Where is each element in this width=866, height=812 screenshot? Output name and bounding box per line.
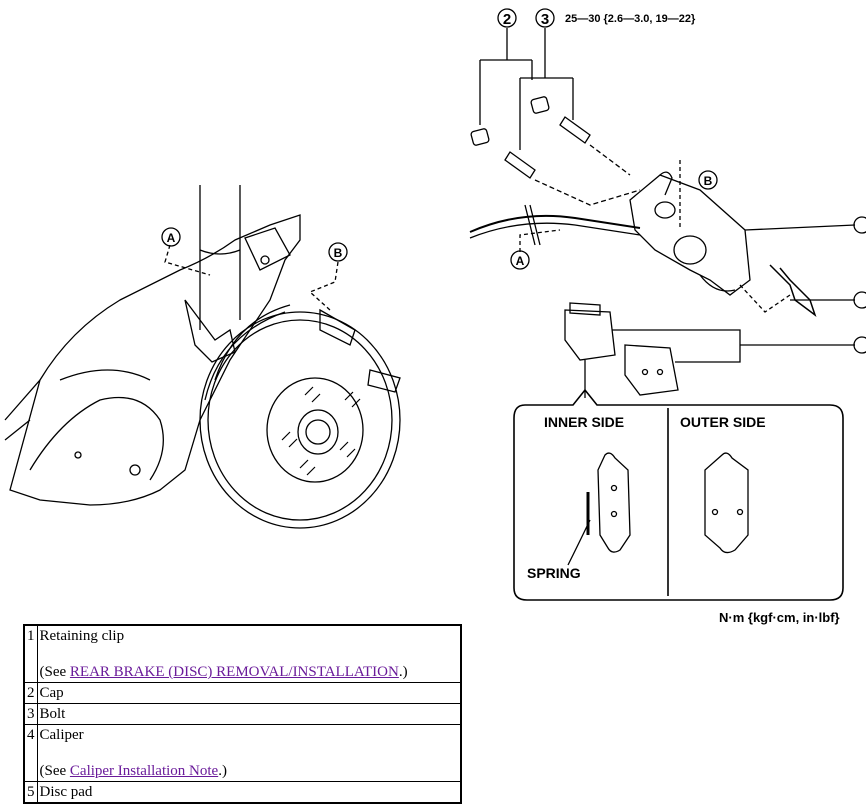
- part-name: Caliper: [39, 727, 84, 743]
- part-number: 5: [23, 781, 38, 804]
- inner-side-label: INNER SIDE: [544, 414, 624, 430]
- reference-prefix: (See: [39, 763, 70, 779]
- brake-exploded-diagram: 2 3 25—30 {2.6—3.0, 19—22} A B B A INNER…: [4, 8, 866, 625]
- caliper-exploded-illustration: [469, 28, 866, 398]
- part-cell: Caliper (See Caliper Installation Note.): [36, 724, 462, 782]
- table-row: 3 Bolt: [23, 703, 462, 725]
- part-number: 2: [23, 682, 38, 704]
- part-number: 4: [23, 724, 38, 782]
- reference-suffix: .): [398, 664, 408, 680]
- part-reference: (See Caliper Installation Note.): [40, 762, 459, 780]
- reference-suffix: .): [218, 763, 227, 779]
- suspension-rotor-illustration: [4, 185, 401, 529]
- part-name: Retaining clip: [39, 628, 125, 644]
- table-row: 4 Caliper (See Caliper Installation Note…: [23, 724, 462, 782]
- part-name: Disc pad: [36, 781, 462, 804]
- view-marker-b-right: B: [704, 174, 713, 188]
- part-name: Bolt: [36, 703, 462, 725]
- pad-orientation-inset: [513, 388, 844, 601]
- callout-3: 3: [541, 11, 549, 28]
- view-marker-a-left: A: [167, 231, 176, 245]
- part-name: Cap: [36, 682, 462, 704]
- torque-spec: 25—30 {2.6—3.0, 19—22}: [565, 13, 696, 25]
- callout-2: 2: [503, 11, 511, 28]
- spring-label: SPRING: [527, 565, 581, 581]
- table-row: 2 Cap: [23, 682, 462, 704]
- units-note: N·m {kgf·cm, in·lbf}: [719, 610, 840, 625]
- part-number: 3: [23, 703, 38, 725]
- outer-side-label: OUTER SIDE: [680, 414, 766, 430]
- table-row: 1 Retaining clip (See REAR BRAKE (DISC) …: [23, 624, 462, 683]
- table-row: 5 Disc pad: [23, 781, 462, 804]
- parts-table: 1 Retaining clip (See REAR BRAKE (DISC) …: [23, 624, 462, 804]
- part-cell: Retaining clip (See REAR BRAKE (DISC) RE…: [36, 624, 462, 683]
- view-marker-a-right: A: [516, 254, 525, 268]
- rear-brake-removal-link[interactable]: REAR BRAKE (DISC) REMOVAL/INSTALLATION: [69, 664, 399, 680]
- part-number: 1: [23, 624, 38, 683]
- caliper-installation-note-link[interactable]: Caliper Installation Note: [69, 763, 219, 779]
- reference-prefix: (See: [39, 664, 70, 680]
- part-reference: (See REAR BRAKE (DISC) REMOVAL/INSTALLAT…: [40, 663, 459, 681]
- view-marker-b-left: B: [334, 246, 343, 260]
